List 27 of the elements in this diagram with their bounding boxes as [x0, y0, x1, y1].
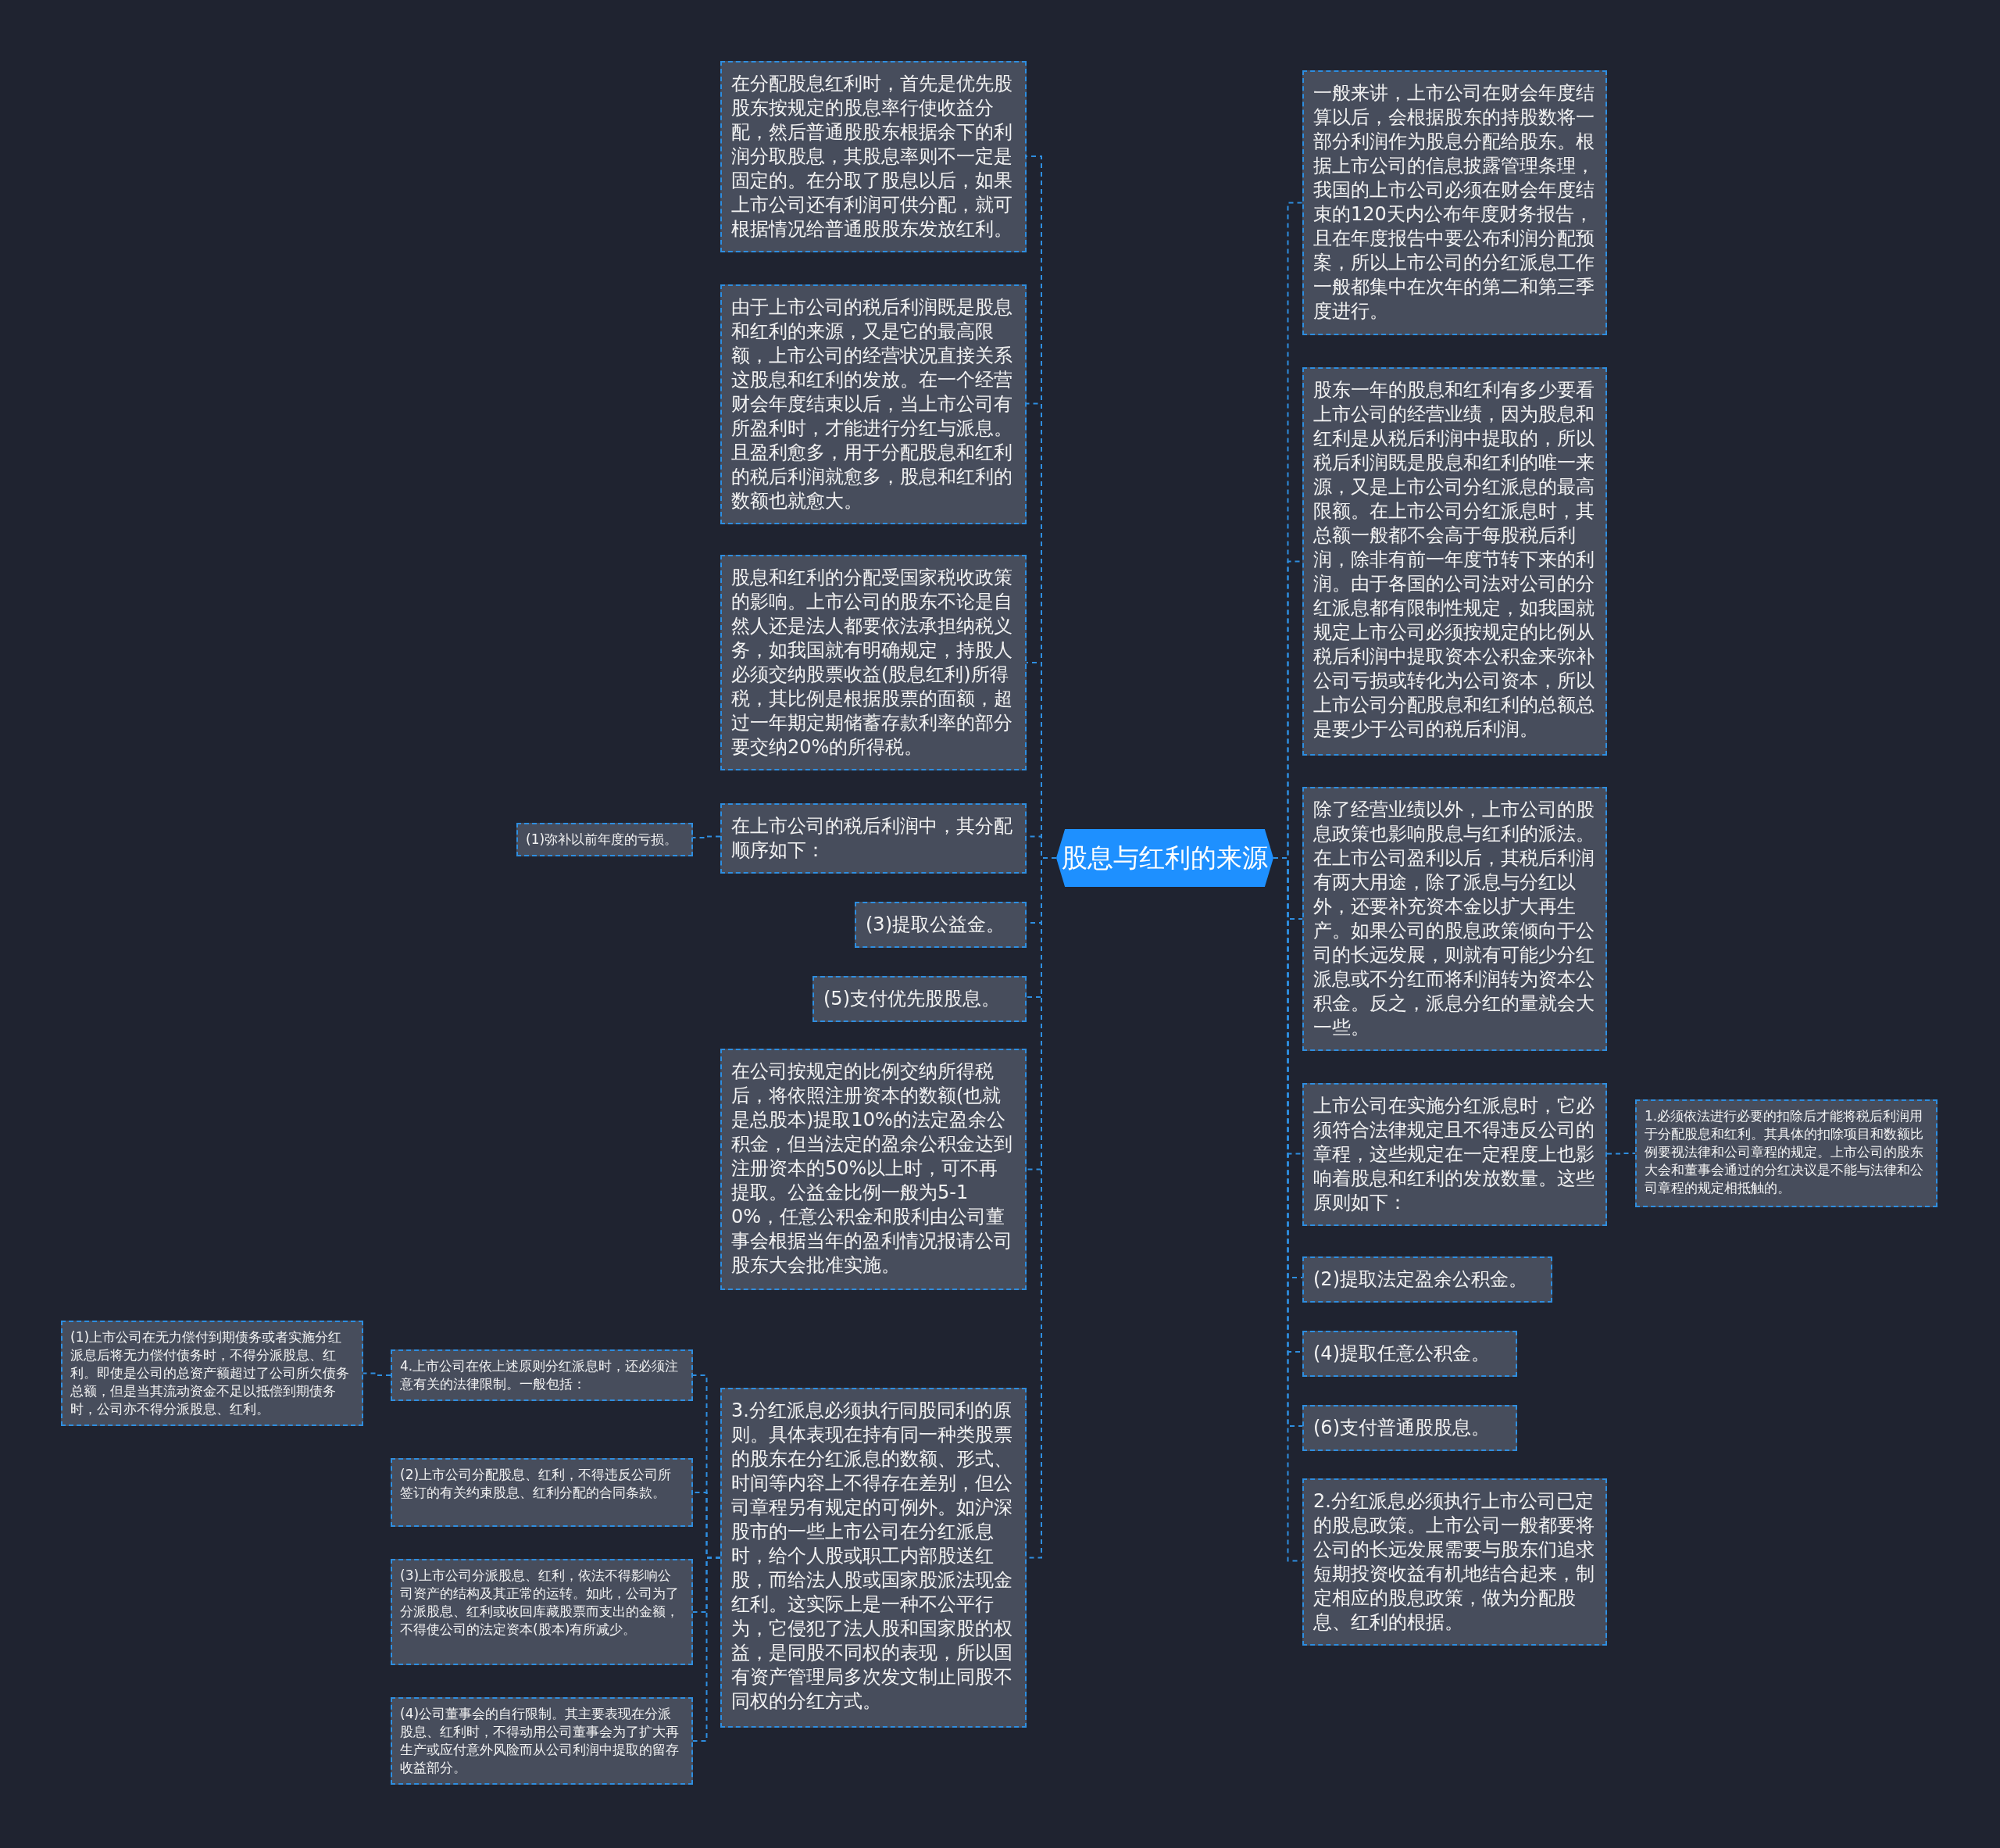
connector-line — [692, 1557, 721, 1742]
text-box: (3)上市公司分派股息、红利，依法不得影响公司资产的结构及其正常的运转。如此，公司为了分派股息、红利或收回库藏股票而支出的金额，不得使公司的法定资本(股本)有所减少。 — [391, 1559, 693, 1665]
text-box: 在分配股息红利时，首先是优先股股东按规定的股息率行使收益分配，然后普通股股东根据余下的利润分取股息，其股息率则不一定是固定的。在分取了股息以后，如果上市公司还有利润可供分配，就可根据情况给普通股股东发放红利。 — [720, 61, 1027, 252]
connector-line — [692, 835, 721, 838]
text-box: 1.必须依法进行必要的扣除后才能将税后利润用于分配股息和红利。其具体的扣除项目和数额比例要视法律和公司章程的规定。上市公司的股东大会和董事会通过的分红决议是不能与法律和公司章程的规定相抵触的。 — [1635, 1099, 1938, 1207]
text-box: (2)提取法定盈余公积金。 — [1302, 1256, 1552, 1303]
text-box: (4)提取任意公积金。 — [1302, 1331, 1517, 1377]
text-box: 在公司按规定的比例交纳所得税后，将依照注册资本的数额(也就是总股本)提取10%的法定盈余公积金，但当法定的盈余公积金达到注册资本的50%以上时，可不再提取。公益金比例一般为5-10%，任意公积金和股利由公司董事会根据当年的盈利情况报请公司股东大会批准实施。 — [720, 1049, 1027, 1290]
text-box: 一般来讲，上市公司在财会年度结算以后，会根据股东的持股数将一部分利润作为股息分配给股东。根据上市公司的信息披露管理条理，我国的上市公司必须在财会年度结束的120天内公布年度财务报告，且在年度报告中要公布利润分配预案，所以上市公司的分红派息工作一般都集中在次年的第二和第三季度进行。 — [1302, 70, 1607, 335]
text-box: (1)弥补以前年度的亏损。 — [516, 823, 693, 856]
text-box: (2)上市公司分配股息、红利，不得违反公司所签订的有关约束股息、红利分配的合同条款。 — [391, 1458, 693, 1527]
connector-line — [1606, 1153, 1636, 1155]
text-box: (5)支付优先股股息。 — [812, 976, 1027, 1022]
text-box: (6)支付普通股股息。 — [1302, 1405, 1517, 1451]
text-box: 2.分红派息必须执行上市公司已定的股息政策。上市公司一般都要将公司的长远发展需要与股东们追求短期投资收益有机地结合起来，制定相应的股息政策，做为分配股息、红利的根据。 — [1302, 1478, 1607, 1646]
text-box: 上市公司在实施分红派息时，它必须符合法律规定且不得违反公司的章程，这些规定在一定程度上也影响着股息和红利的发放数量。这些原则如下： — [1302, 1083, 1607, 1226]
text-box: 由于上市公司的税后利润既是股息和红利的来源，又是它的最高限额，上市公司的经营状况直接关系这股息和红利的发放。在一个经营财会年度结束以后，当上市公司有所盈利时，才能进行分红与派息。且盈利愈多，用于分配股息和红利的税后利润就愈多，股息和红利的数额也就愈大。 — [720, 284, 1027, 524]
text-box: (1)上市公司在无力偿付到期债务或者实施分红派息后将无力偿付债务时，不得分派股息、红利。即使是公司的总资产额超过了公司所欠债务总额，但是当其流动资金不足以抵偿到期债务时，公司亦不得分派股息、红利。 — [61, 1321, 363, 1426]
text-box: 股息和红利的分配受国家税收政策的影响。上市公司的股东不论是自然人还是法人都要依法承担纳税义务，如我国就有明确规定，持股人必须交纳股票收益(股息红利)所得税，其比例是根据股票的面额，超过一年期定期储蓄存款利率的部分要交纳20%的所得税。 — [720, 555, 1027, 770]
text-box: 3.分红派息必须执行同股同利的原则。具体表现在持有同一种类股票的股东在分红派息的数额、形式、时间等内容上不得存在差别，但公司章程另有规定的可例外。如沪深股市的一些上市公司在分红派息时，给个人股或职工内部股送红股，而给法人股或国家股派法现金红利。这实际上是一种不公平行为，它侵犯了法人股和国家股的权益，是同股不同权的表现，所以国有资产管理局多次发文制止同股不同权的分红方式。 — [720, 1388, 1027, 1728]
text-box: 在上市公司的税后利润中，其分配顺序如下： — [720, 803, 1027, 874]
text-box: (3)提取公益金。 — [855, 902, 1027, 948]
text-box: 4.上市公司在依上述原则分红派息时，还必须注意有关的法律限制。一般包括： — [391, 1349, 693, 1401]
text-box: 股东一年的股息和红利有多少要看上市公司的经营业绩，因为股息和红利是从税后利润中提取的，所以税后利润既是股息和红利的唯一来源，又是上市公司分红派息的最高限额。在上市公司分红派息时，其总额一般都不会高于每股税后利润，除非有前一年度节转下来的利润。由于各国的公司法对公司的分红派息都有限制性规定，如我国就规定上市公司必须按规定的比例从税后利润中提取资本公积金来弥补公司亏损或转化为公司资本，所以上市公司分配股息和红利的总额总是要少于公司的税后利润。 — [1302, 367, 1607, 756]
connector-line — [362, 1372, 391, 1376]
text-box: 除了经营业绩以外，上市公司的股息政策也影响股息与红利的派法。在上市公司盈利以后，其税后利润有两大用途，除了派息与分红以外，还要补充资本金以扩大再生产。如果公司的股息政策倾向于公司的长远发展，则就有可能少分红派息或不分红而将利润转为资本公积金。反之，派息分红的量就会大一些。 — [1302, 787, 1607, 1051]
text-box: (4)公司董事会的自行限制。其主要表现在分派股息、红利时，不得动用公司董事会为了扩大再生产或应付意外风险而从公司利润中提取的留存收益部分。 — [391, 1697, 693, 1785]
